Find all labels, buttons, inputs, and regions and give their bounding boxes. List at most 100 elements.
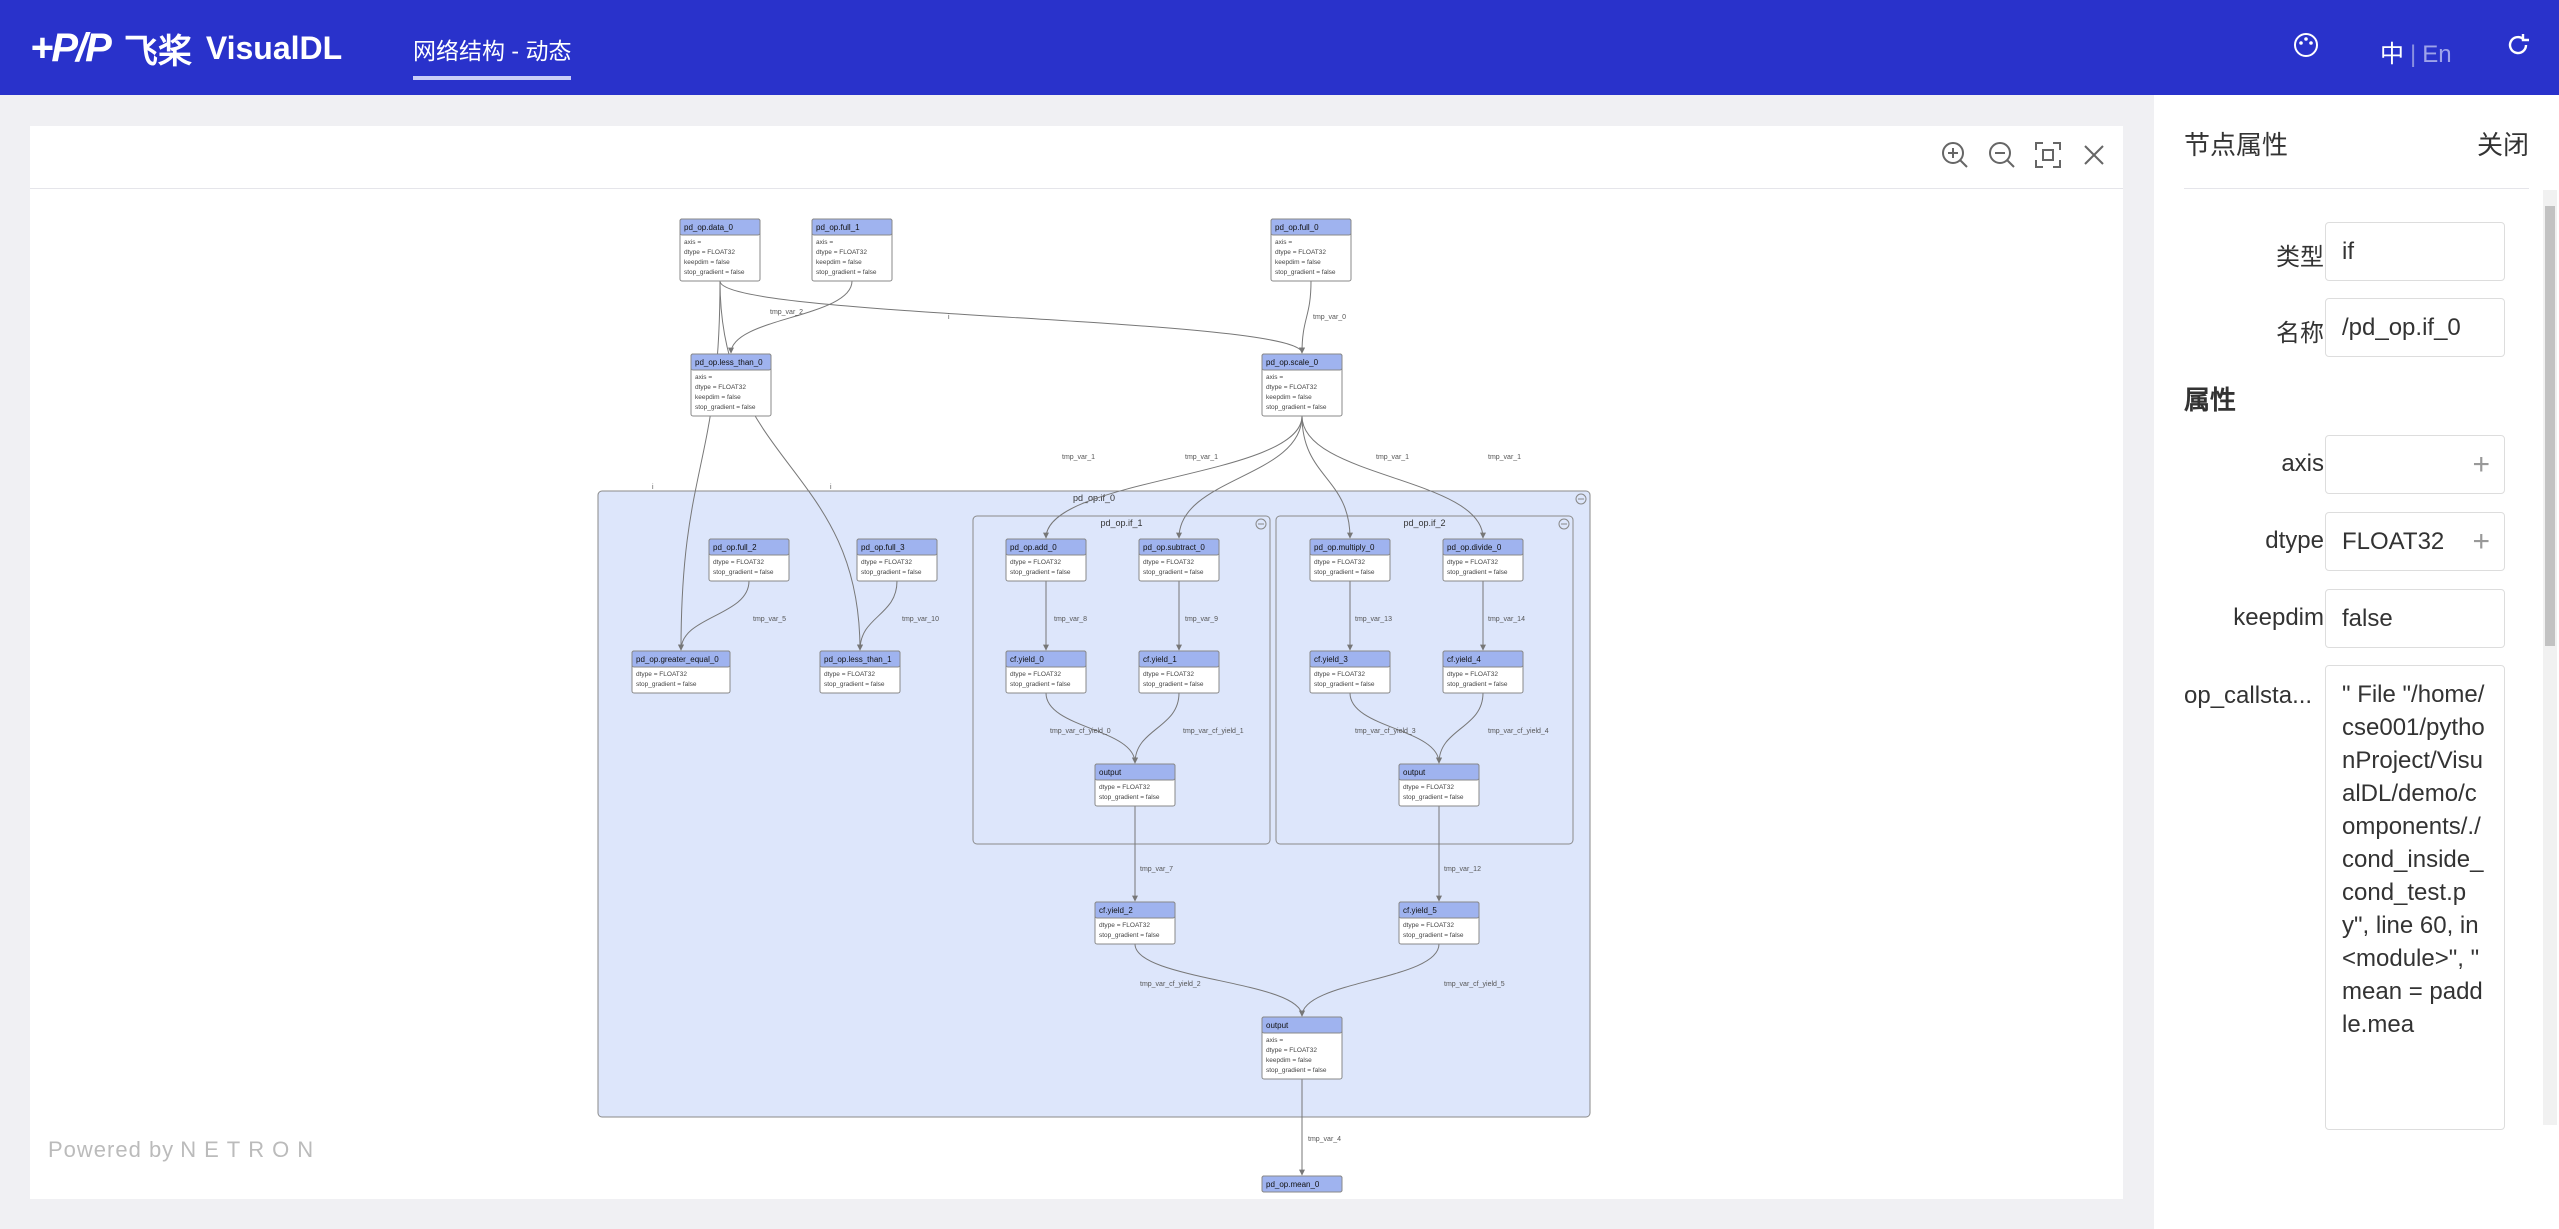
cluster-pd_op.if_1[interactable]: pd_op.if_1 — [972, 515, 1271, 845]
type-field: if — [2325, 222, 2505, 281]
attr-dtype-label: dtype — [2265, 527, 2324, 554]
node-attribute: keepdim = false — [1266, 1057, 1312, 1064]
attr-axis-field: + — [2325, 435, 2505, 494]
powered-by-text: Powered by — [48, 1137, 175, 1162]
node-attribute: stop_gradient = false — [1314, 681, 1375, 688]
edge-label: tmp_var_1 — [1185, 454, 1218, 461]
graph-edge: tmp_var_cf_yield_1 — [1132, 692, 1244, 764]
node-attribute: dtype = FLOAT32 — [1403, 784, 1454, 791]
node-attribute: dtype = FLOAT32 — [1314, 559, 1365, 566]
node-attribute: dtype = FLOAT32 — [1403, 922, 1454, 929]
graph-edge: tmp_var_1 — [1301, 415, 1521, 539]
node-header — [1261, 353, 1343, 371]
node-attribute: keepdim = false — [816, 259, 862, 266]
zoom-out-icon[interactable] — [1985, 140, 2019, 174]
cluster-title: pd_op.if_2 — [1403, 518, 1445, 528]
collapse-icon[interactable] — [1575, 493, 1587, 505]
graph-edge: tmp_var_1 — [1043, 415, 1303, 539]
node-attribute: stop_gradient = false — [816, 269, 877, 276]
edge-label: tmp_var_1 — [1062, 454, 1095, 461]
node-attribute: keepdim = false — [684, 259, 730, 266]
graph-edge: tmp_var_cf_yield_5 — [1299, 943, 1505, 1017]
edge-line — [1299, 943, 1440, 1017]
node-header — [1442, 650, 1524, 668]
node-title: pd_op.less_than_1 — [824, 655, 892, 664]
name-field: /pd_op.if_0 — [2325, 298, 2505, 357]
expand-plus-icon[interactable]: + — [2472, 525, 2490, 558]
theme-icon[interactable] — [2293, 32, 2319, 65]
node-header — [1138, 538, 1220, 556]
node-attribute: keepdim = false — [1275, 259, 1321, 266]
node-title: output — [1266, 1021, 1289, 1030]
edge-label: tmp_var_9 — [1185, 616, 1218, 623]
edge-label: tmp_var_1 — [1488, 454, 1521, 461]
node-attribute: stop_gradient = false — [1266, 1067, 1327, 1074]
node-attribute: dtype = FLOAT32 — [1266, 384, 1317, 391]
node-title: pd_op.full_1 — [816, 223, 860, 232]
graph-edge: tmp_var_2 — [728, 280, 853, 354]
node-attribute: keepdim = false — [1266, 394, 1312, 401]
edge-label: i — [830, 484, 832, 491]
lang-en[interactable]: En — [2422, 41, 2452, 68]
node-attribute: dtype = FLOAT32 — [1099, 922, 1150, 929]
expand-plus-icon[interactable]: + — [2472, 448, 2490, 481]
attr-dtype-value: FLOAT32 — [2342, 528, 2445, 555]
node-attribute: dtype = FLOAT32 — [695, 384, 746, 391]
node-attribute: stop_gradient = false — [1403, 932, 1464, 939]
collapse-icon[interactable] — [1255, 518, 1267, 530]
app-logo[interactable]: +P/P 飞桨 VisualDL — [30, 22, 342, 74]
edge-label: tmp_var_0 — [1313, 314, 1346, 321]
zoom-in-icon[interactable] — [1938, 140, 1972, 174]
node-title: cf.yield_1 — [1143, 655, 1177, 664]
node-attribute: axis = — [1266, 374, 1283, 381]
lang-zh[interactable]: 中 — [2380, 41, 2404, 68]
language-switch[interactable]: 中|En — [2380, 41, 2452, 68]
refresh-icon[interactable] — [2505, 32, 2531, 65]
node-attribute: stop_gradient = false — [1099, 794, 1160, 801]
node-header — [708, 538, 790, 556]
node-title: output — [1403, 768, 1426, 777]
collapse-icon[interactable] — [1558, 518, 1570, 530]
node-title: output — [1099, 768, 1122, 777]
tab-graph-dynamic[interactable]: 网络结构 - 动态 — [413, 32, 572, 80]
restore-icon[interactable] — [2077, 140, 2111, 174]
brand-name: VisualDL — [205, 29, 343, 66]
graph-node[interactable]: pd_op.mean_0 — [1261, 1175, 1343, 1193]
node-attribute: axis = — [695, 374, 712, 381]
scrollbar-thumb[interactable] — [2545, 206, 2555, 646]
panel-scrollbar[interactable] — [2543, 190, 2557, 1125]
edge-line — [1299, 280, 1312, 354]
close-button[interactable]: 关闭 — [2476, 130, 2529, 160]
graph-edge: tmp_var_1 — [1176, 415, 1303, 539]
graph-edge: tmp_var_cf_yield_2 — [1134, 943, 1305, 1017]
edge-label: tmp_var_cf_yield_0 — [1050, 728, 1111, 735]
graph-edge: tmp_var_10 — [857, 580, 939, 651]
fit-screen-icon[interactable] — [2031, 140, 2065, 174]
node-header — [1442, 538, 1524, 556]
